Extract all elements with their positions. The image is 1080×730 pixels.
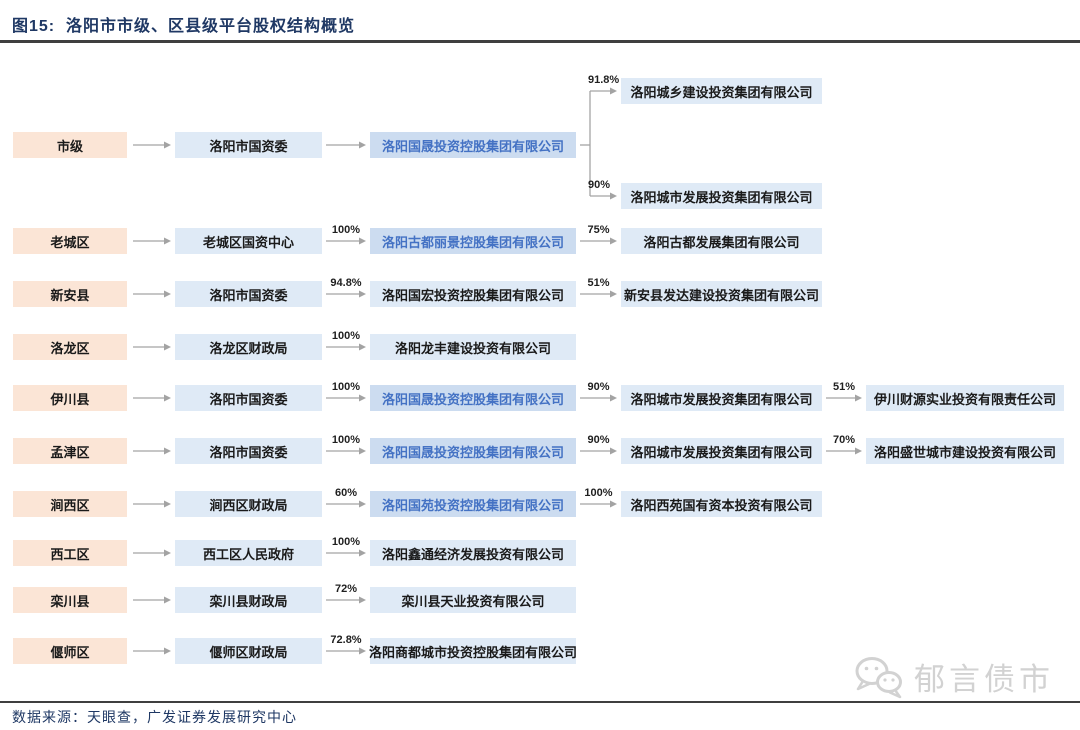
region-box: 市级 — [13, 132, 127, 158]
arrowhead — [164, 237, 171, 245]
org-node: 洛阳国晟投资控股集团有限公司 — [370, 132, 576, 158]
org-node: 洛阳国晟投资控股集团有限公司 — [370, 438, 576, 464]
org-node: 涧西区财政局 — [175, 491, 322, 517]
percent-label: 90% — [588, 179, 611, 191]
arrowhead — [610, 192, 617, 200]
arrowhead — [164, 343, 171, 351]
arrowhead — [855, 394, 862, 402]
org-node: 洛阳古都丽景控股集团有限公司 — [370, 228, 576, 254]
percent-label: 91.8% — [588, 74, 620, 86]
arrowhead — [610, 237, 617, 245]
arrowhead — [164, 141, 171, 149]
org-node: 洛阳盛世城市建设投资有限公司 — [866, 438, 1064, 464]
org-node: 洛阳古都发展集团有限公司 — [621, 228, 822, 254]
org-node: 老城区国资中心 — [175, 228, 322, 254]
percent-label: 100% — [331, 330, 361, 342]
org-node: 洛阳鑫通经济发展投资有限公司 — [370, 540, 576, 566]
arrowhead — [164, 290, 171, 298]
org-node: 洛阳市国资委 — [175, 281, 322, 307]
org-node: 洛阳市国资委 — [175, 132, 322, 158]
percent-label: 100% — [331, 434, 361, 446]
percent-label: 90% — [587, 434, 610, 446]
wechat-icon — [855, 656, 902, 698]
org-node: 洛阳城市发展投资集团有限公司 — [621, 385, 822, 411]
arrowhead — [359, 394, 366, 402]
percent-label: 100% — [331, 381, 361, 393]
arrowhead — [855, 447, 862, 455]
arrowhead — [164, 500, 171, 508]
org-node: 栾川县天业投资有限公司 — [370, 587, 576, 613]
region-box: 偃师区 — [13, 638, 127, 664]
title-divider — [0, 40, 1080, 43]
arrowhead — [359, 237, 366, 245]
org-node: 偃师区财政局 — [175, 638, 322, 664]
arrowhead — [610, 394, 617, 402]
arrowhead — [164, 549, 171, 557]
org-node: 伊川财源实业投资有限责任公司 — [866, 385, 1064, 411]
org-node: 洛阳龙丰建设投资有限公司 — [370, 334, 576, 360]
arrowhead — [164, 447, 171, 455]
watermark-text: 郁言债市 — [914, 662, 1054, 697]
percent-label: 100% — [331, 536, 361, 548]
arrowhead — [610, 447, 617, 455]
arrowhead — [359, 596, 366, 604]
percent-label: 51% — [832, 381, 856, 393]
region-box: 栾川县 — [13, 587, 127, 613]
org-node: 洛龙区财政局 — [175, 334, 322, 360]
source-note: 数据来源：天眼查，广发证券发展研究中心 — [12, 711, 297, 726]
org-node: 洛阳城市发展投资集团有限公司 — [621, 438, 822, 464]
org-node: 栾川县财政局 — [175, 587, 322, 613]
org-node: 洛阳国苑投资控股集团有限公司 — [370, 491, 576, 517]
arrowhead — [359, 549, 366, 557]
arrowhead — [610, 87, 617, 95]
arrowhead — [359, 447, 366, 455]
figure-title: 图15: 洛阳市市级、区县级平台股权结构概览 — [12, 18, 356, 35]
org-node: 洛阳市国资委 — [175, 438, 322, 464]
percent-label: 100% — [331, 224, 361, 236]
arrowhead — [359, 647, 366, 655]
percent-label: 75% — [587, 224, 610, 236]
region-box: 洛龙区 — [13, 334, 127, 360]
percent-label: 60% — [334, 487, 358, 499]
org-node: 洛阳城乡建设投资集团有限公司 — [621, 78, 822, 104]
percent-label: 72.8% — [330, 634, 362, 646]
org-node: 洛阳国宏投资控股集团有限公司 — [370, 281, 576, 307]
percent-label: 94.8% — [330, 277, 362, 289]
watermark: 郁言债市 — [852, 654, 1054, 699]
percent-label: 100% — [584, 487, 613, 499]
footer-divider — [0, 701, 1080, 703]
org-node: 西工区人民政府 — [175, 540, 322, 566]
arrowhead — [359, 343, 366, 351]
percent-label: 90% — [587, 381, 610, 393]
region-box: 涧西区 — [13, 491, 127, 517]
arrowhead — [359, 290, 366, 298]
arrowhead — [610, 290, 617, 298]
region-box: 西工区 — [13, 540, 127, 566]
region-box: 老城区 — [13, 228, 127, 254]
region-box: 孟津区 — [13, 438, 127, 464]
org-node: 洛阳商都城市投资控股集团有限公司 — [369, 638, 577, 664]
region-box: 伊川县 — [13, 385, 127, 411]
arrowhead — [164, 394, 171, 402]
percent-label: 51% — [587, 277, 610, 289]
org-node: 洛阳国晟投资控股集团有限公司 — [370, 385, 576, 411]
arrowhead — [610, 500, 617, 508]
arrowhead — [164, 647, 171, 655]
org-node: 新安县发达建设投资集团有限公司 — [621, 281, 822, 307]
org-node: 洛阳城市发展投资集团有限公司 — [621, 183, 822, 209]
arrowhead — [359, 141, 366, 149]
arrowhead — [359, 500, 366, 508]
region-box: 新安县 — [13, 281, 127, 307]
org-node: 洛阳市国资委 — [175, 385, 322, 411]
org-node: 洛阳西苑国有资本投资有限公司 — [621, 491, 822, 517]
percent-label: 72% — [334, 583, 358, 595]
percent-label: 70% — [832, 434, 856, 446]
arrowhead — [164, 596, 171, 604]
